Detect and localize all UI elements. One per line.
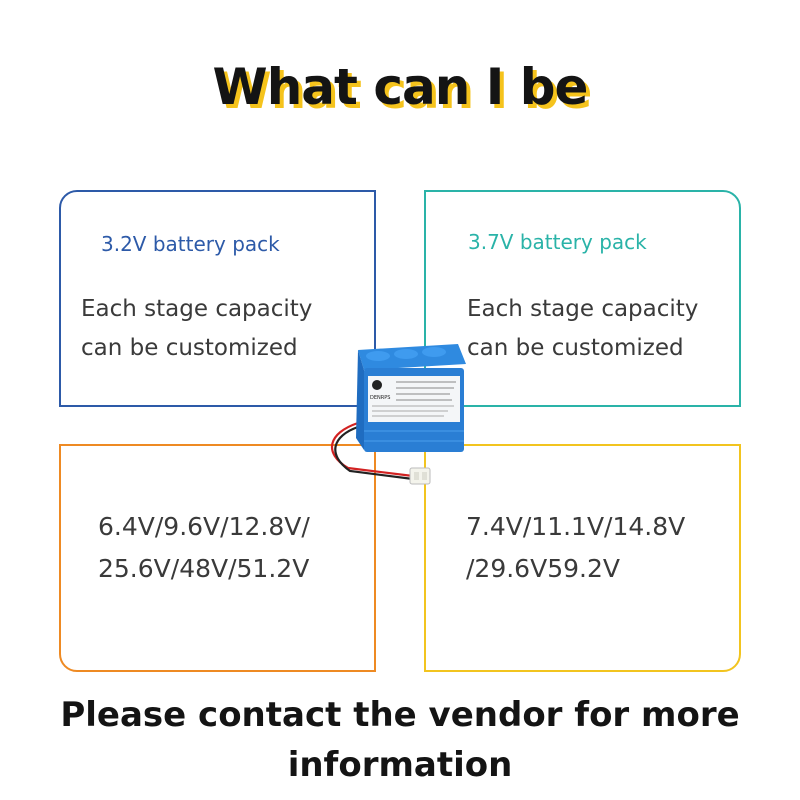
card-body: Each stage capacity can be customized (81, 290, 312, 368)
page-title: What can I be (212, 58, 589, 116)
card-body-line: Each stage capacity (81, 296, 313, 322)
contact-vendor-message: Please contact the vendor for more infor… (0, 690, 800, 790)
card-title: 3.7V battery pack (468, 230, 647, 254)
card-body-line: Each stage capacity (467, 296, 699, 322)
card-body-line: 7.4V/11.1V/14.8V (466, 512, 686, 541)
card-lfp-voltages: 6.4V/9.6V/12.8V/ 25.6V/48V/51.2V (59, 444, 376, 672)
card-title: 3.2V battery pack (101, 232, 280, 256)
card-body: Each stage capacity can be customized (467, 290, 698, 368)
battery-brand-text: DENRPS (370, 395, 390, 401)
card-3-2v: 3.2V battery pack Each stage capacity ca… (59, 190, 376, 407)
card-body-line: 25.6V/48V/51.2V (98, 554, 310, 583)
card-3-7v: 3.7V battery pack Each stage capacity ca… (424, 190, 741, 407)
footer-line: Please contact the vendor for more (60, 695, 740, 735)
card-body-line: can be customized (467, 335, 684, 361)
battery-pack-image: DENRPS (330, 344, 466, 485)
card-body: 6.4V/9.6V/12.8V/ 25.6V/48V/51.2V (98, 506, 310, 590)
card-liion-voltages: 7.4V/11.1V/14.8V /29.6V59.2V (424, 444, 741, 672)
card-body-line: can be customized (81, 335, 298, 361)
footer-line: information (287, 745, 513, 785)
card-body-line: /29.6V59.2V (466, 554, 620, 583)
card-body: 7.4V/11.1V/14.8V /29.6V59.2V (466, 506, 685, 590)
card-body-line: 6.4V/9.6V/12.8V/ (98, 512, 310, 541)
